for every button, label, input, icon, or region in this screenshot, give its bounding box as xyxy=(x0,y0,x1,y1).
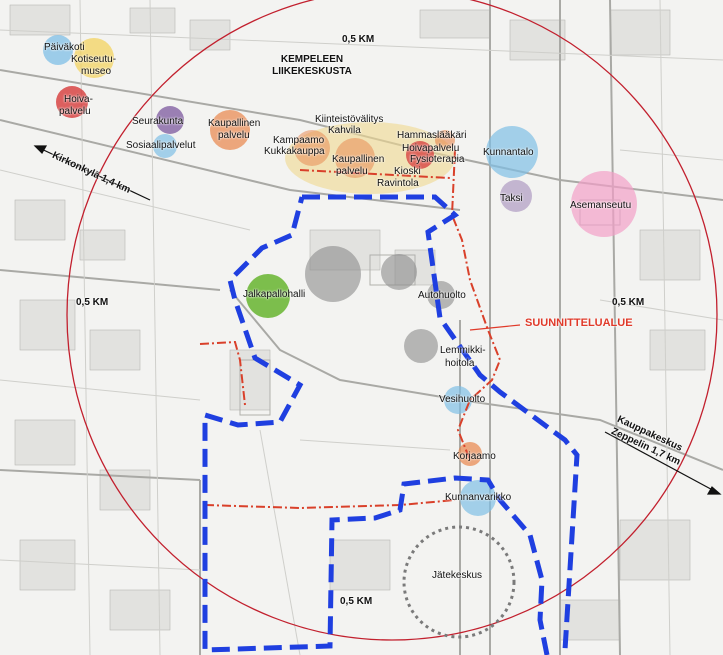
label-jatekeskus: Jätekeskus xyxy=(432,570,483,581)
bubble-grey-1 xyxy=(305,246,361,302)
label-kiinteistovalitys: Kiinteistövälitys xyxy=(315,114,384,125)
plan-lines xyxy=(199,149,502,510)
label-vesihuolto: Vesihuolto xyxy=(439,394,486,405)
planning-area-pointer xyxy=(469,324,521,331)
label-kaupallinen-1a: Kaupallinen xyxy=(208,118,261,129)
radius-label-top: 0,5 KM xyxy=(342,34,375,45)
bubble-kaupallinen-1 xyxy=(210,110,250,150)
service-bubbles xyxy=(43,35,637,639)
label-lemmikki-2: hoitola xyxy=(445,358,475,369)
label-lemmikki-1: Lemmikki- xyxy=(440,345,486,356)
label-hammaslaakari: Hammaslääkäri xyxy=(397,130,467,141)
bubble-sosiaalipalvelut xyxy=(153,134,177,158)
bubble-hammas xyxy=(435,130,455,150)
label-ravintola: Ravintola xyxy=(377,178,419,189)
planning-boundary xyxy=(202,194,580,655)
label-paivakoti: Päiväkoti xyxy=(44,42,85,53)
label-taksi: Taksi xyxy=(500,193,523,204)
label-kaupallinen-2a: Kaupallinen xyxy=(332,154,385,165)
label-hoivapalvelu: Hoivapalvelu xyxy=(402,143,460,154)
bubble-kotiseutumuseo xyxy=(74,38,114,78)
direction-arrows xyxy=(33,145,722,495)
label-hoiva-nw-1: Hoiva- xyxy=(64,94,93,105)
bubble-grey-4 xyxy=(404,329,438,363)
bubble-seurakunta xyxy=(156,106,184,134)
label-autohuolto: Autohuolto xyxy=(418,290,466,301)
label-seurakunta: Seurakunta xyxy=(132,116,184,127)
label-hoiva-nw-2: palvelu xyxy=(59,106,91,117)
center-title-2: LIIKEKESKUSTA xyxy=(272,66,352,77)
label-kahvila: Kahvila xyxy=(328,125,361,136)
label-kunnantalo: Kunnantalo xyxy=(483,147,534,158)
bubble-kunnantalo xyxy=(486,126,538,178)
planning-area-label: SUUNNITTELUALUE xyxy=(525,317,633,329)
bubble-hoivapalvelu-nw xyxy=(56,86,88,118)
bubble-grey-2 xyxy=(381,254,417,290)
jatekeskus-ring xyxy=(402,525,516,639)
label-jalkapallohalli: Jalkapallohalli xyxy=(243,289,306,300)
radius-circle xyxy=(66,0,718,641)
bubble-kampaamo xyxy=(294,130,330,166)
label-kaupallinen-2b: palvelu xyxy=(336,166,368,177)
label-korjaamo: Korjaamo xyxy=(453,451,496,462)
bubble-korjaamo xyxy=(458,442,482,466)
radius-label-right: 0,5 KM xyxy=(612,297,645,308)
bubble-asemanseutu xyxy=(571,171,637,237)
bubble-paivakoti xyxy=(43,35,73,65)
label-kioski: Kioski xyxy=(394,166,421,177)
radius-label-left: 0,5 KM xyxy=(76,297,109,308)
radius-label-bottom: 0,5 KM xyxy=(340,596,373,607)
label-kunnanvarikko: Kunnanvarikko xyxy=(445,492,512,503)
label-sosiaalipalvelut: Sosiaalipalvelut xyxy=(126,140,196,151)
label-kotiseutu-1: Kotiseutu- xyxy=(71,54,117,65)
label-fysioterapia: Fysioterapia xyxy=(410,154,465,165)
label-asemanseutu: Asemanseutu xyxy=(570,200,632,211)
label-kukkakauppa: Kukkakauppa xyxy=(264,146,325,157)
bubble-kaupallinen-2 xyxy=(335,138,375,178)
bubble-taksi xyxy=(500,180,532,212)
bubble-jalkapallohalli xyxy=(246,274,290,318)
bubble-kunnanvarikko xyxy=(460,480,496,516)
label-kaupallinen-1b: palvelu xyxy=(218,130,250,141)
label-kampaamo: Kampaamo xyxy=(273,135,325,146)
label-kotiseutu-2: museo xyxy=(81,66,112,77)
center-title-1: KEMPELEEN xyxy=(280,54,344,65)
bubble-hoivapalvelu xyxy=(406,141,434,169)
bubble-vesihuolto xyxy=(444,386,472,414)
